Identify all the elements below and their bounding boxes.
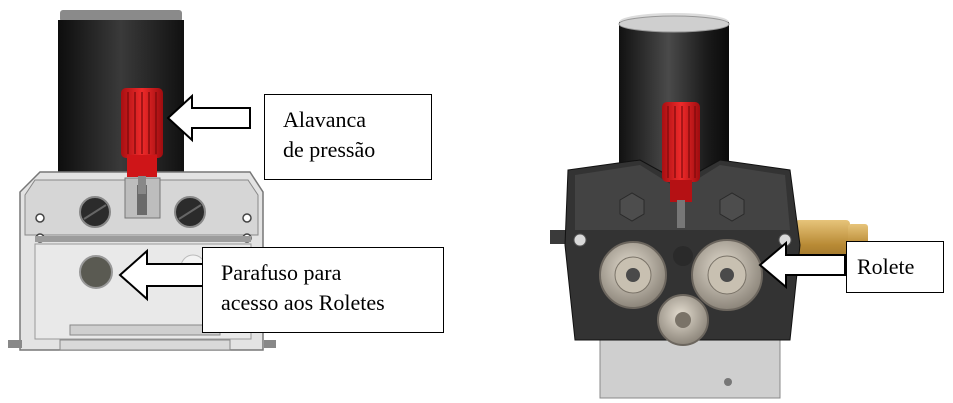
arrow-roller (758, 240, 846, 290)
roller-access-screw (79, 255, 113, 289)
callout-line: de pressão (283, 137, 376, 162)
callout-roller-access-screw: Parafuso para acesso aos Roletes (202, 247, 444, 333)
callout-pressure-lever: Alavanca de pressão (264, 94, 432, 180)
right-feeder-photo (550, 13, 868, 399)
callout-line: Rolete (857, 254, 915, 279)
callout-line: Parafuso para (221, 260, 342, 285)
callout-line: acesso aos Roletes (221, 290, 385, 315)
pressure-lever-knob-right (662, 102, 700, 182)
callout-roller: Rolete (846, 241, 944, 293)
motor-cap-left (60, 10, 182, 22)
callout-line: Alavanca (283, 107, 367, 132)
arrow-pressure-lever (166, 93, 251, 143)
